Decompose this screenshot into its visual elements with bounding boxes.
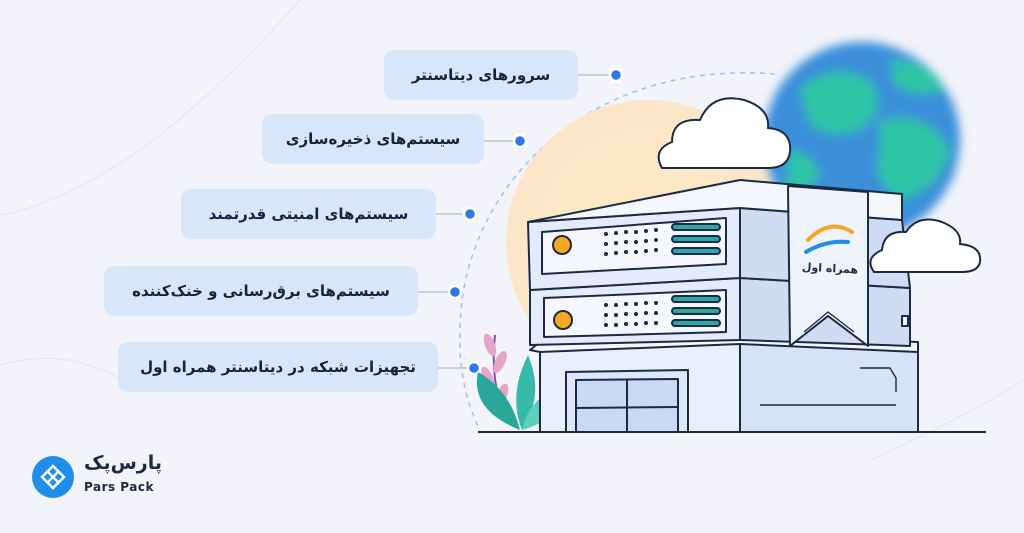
background-curve: [0, 357, 131, 386]
feature-pill-network: تجهیزات شبکه در دیتاسنتر همراه اول: [118, 342, 438, 392]
connectors: [418, 74, 612, 369]
connector-dot: [466, 360, 482, 376]
dashed-arc: [458, 72, 776, 431]
cloud-icon: [657, 97, 792, 169]
cloud-icon: [869, 218, 982, 273]
server-base: [529, 333, 919, 433]
pars-pack-logo-icon: [32, 456, 74, 498]
connector-dot: [462, 206, 478, 222]
background-curve: [0, 0, 301, 216]
brand-name-persian: پارس‌پک: [84, 452, 163, 474]
feature-pill-power-cooling: سیستم‌های برق‌رسانی و خنک‌کننده: [104, 266, 418, 316]
feature-pill-servers: سرورهای دیتاسنتر: [384, 50, 578, 100]
brand-logo: پارس‌پک Pars Pack: [30, 452, 170, 504]
brand-banner: [787, 185, 869, 347]
connector-dot: [447, 284, 463, 300]
connector-dot: [512, 133, 528, 149]
connector-dots: [447, 67, 624, 376]
brand-name-latin: Pars Pack: [84, 480, 154, 494]
background-curve: [869, 379, 1024, 461]
feature-pill-security: سیستم‌های امنیتی قدرتمند: [181, 189, 436, 239]
feature-pill-storage: سیستم‌های ذخیره‌سازی: [262, 114, 484, 164]
connector-dot: [608, 67, 624, 83]
